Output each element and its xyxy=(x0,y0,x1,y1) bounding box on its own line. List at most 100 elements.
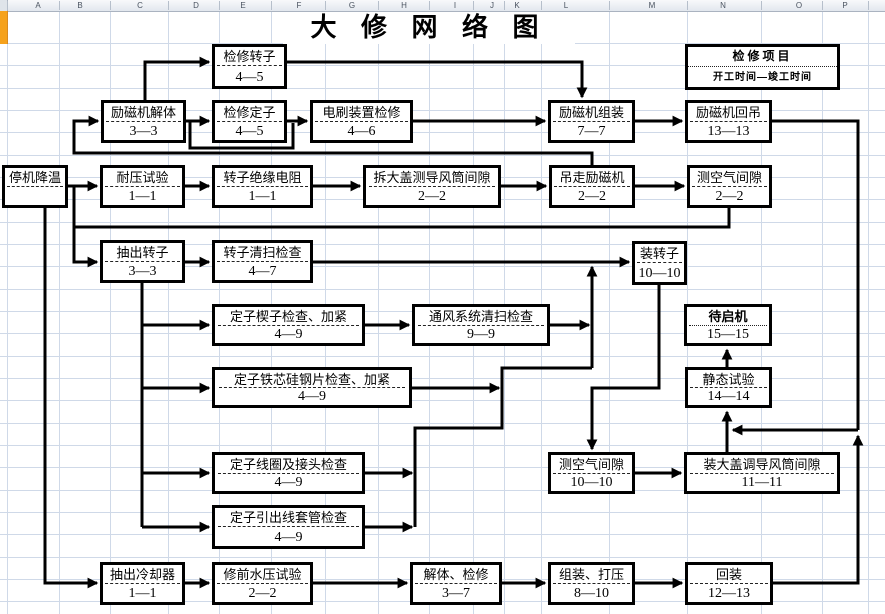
node-label: 耐压试验 xyxy=(105,169,180,187)
node-time: 3—7 xyxy=(442,586,470,601)
node-time: 4—5 xyxy=(235,124,264,139)
node-label: 测空气间隙 xyxy=(553,456,630,474)
node-time: 15—15 xyxy=(707,327,749,342)
node-time: 14—14 xyxy=(707,389,750,404)
column-header-b[interactable]: B xyxy=(77,1,83,10)
node-time: 9—9 xyxy=(467,327,495,342)
node-time: 2—2 xyxy=(248,586,277,601)
row-header-selected[interactable] xyxy=(0,11,8,44)
node-reinstall[interactable]: 回装 12—13 xyxy=(685,562,773,605)
node-time: 4—9 xyxy=(274,475,303,490)
node-label: 定子楔子检查、加紧 xyxy=(218,308,359,326)
node-stator-wedge-check-tighten[interactable]: 定子楔子检查、加紧 4—9 xyxy=(212,304,365,346)
node-label: 装转子 xyxy=(636,245,683,263)
node-label: 励磁机组装 xyxy=(553,104,630,122)
column-header-l[interactable]: L xyxy=(563,1,569,10)
node-label: 待启机 xyxy=(689,308,767,326)
column-header-p[interactable]: P xyxy=(842,1,848,10)
node-time: 1—1 xyxy=(248,189,277,204)
node-time: 4—7 xyxy=(248,264,277,279)
node-inspect-rotor[interactable]: 检修转子 4—5 xyxy=(212,44,287,89)
column-header-c[interactable]: C xyxy=(137,1,143,10)
node-label: 转子清扫检查 xyxy=(217,244,308,262)
node-hoist-away-exciter[interactable]: 吊走励磁机 2—2 xyxy=(549,165,635,208)
column-header-g[interactable]: G xyxy=(348,1,356,10)
node-stator-lead-bushing-check[interactable]: 定子引出线套管检查 4—9 xyxy=(212,505,365,549)
node-time: 2—2 xyxy=(578,189,606,204)
column-header-f[interactable]: F xyxy=(296,1,302,10)
node-label: 通风系统清扫检查 xyxy=(417,308,545,326)
node-time: 1—1 xyxy=(128,586,157,601)
node-label: 回装 xyxy=(690,566,768,584)
node-label: 检修转子 xyxy=(217,48,282,66)
node-time: 4—6 xyxy=(347,124,376,139)
node-measure-air-gap-2[interactable]: 测空气间隙 10—10 xyxy=(548,452,635,494)
node-time: 4—9 xyxy=(274,327,303,342)
node-rotor-cleaning-inspection[interactable]: 转子清扫检查 4—7 xyxy=(212,240,313,283)
node-pull-out-rotor[interactable]: 抽出转子 3—3 xyxy=(100,240,185,283)
node-exciter-rehoist[interactable]: 励磁机回吊 13—13 xyxy=(685,100,772,143)
node-measure-air-gap-1[interactable]: 测空气间隙 2—2 xyxy=(687,165,772,208)
node-time: 4—5 xyxy=(235,70,264,85)
node-label: 组装、打压 xyxy=(553,566,630,584)
node-time: 3—3 xyxy=(129,124,158,139)
node-shutdown-cooling[interactable]: 停机降温 xyxy=(2,165,68,208)
column-header-e[interactable]: E xyxy=(240,1,246,10)
node-time: 4—9 xyxy=(298,389,326,404)
node-time: 13—13 xyxy=(707,124,750,139)
column-header-a[interactable]: A xyxy=(35,1,41,10)
column-header-k[interactable]: K xyxy=(514,1,520,10)
column-header-m[interactable]: M xyxy=(648,1,656,10)
node-withstand-voltage-test[interactable]: 耐压试验 1—1 xyxy=(100,165,185,208)
node-time: 4—9 xyxy=(274,530,303,545)
node-disassemble-overhaul[interactable]: 解体、检修 3—7 xyxy=(410,562,502,605)
node-label: 吊走励磁机 xyxy=(554,169,630,187)
node-assemble-pressure-test[interactable]: 组装、打压 8—10 xyxy=(548,562,635,605)
node-label: 抽出转子 xyxy=(105,244,180,262)
legend-box[interactable]: 检修项目 开工时间—竣工时间 xyxy=(685,44,840,90)
node-label: 停机降温 xyxy=(6,169,64,187)
node-exciter-disassembly[interactable]: 励磁机解体 3—3 xyxy=(101,100,186,143)
node-label: 励磁机解体 xyxy=(106,104,181,122)
node-time: 8—10 xyxy=(574,586,609,601)
column-header-strip: A B C D E F G H I J K L M N O P xyxy=(0,0,885,12)
node-label: 定子线圈及接头检查 xyxy=(218,456,359,474)
node-label: 静态试验 xyxy=(690,371,767,388)
node-remove-cover-measure-duct-gap[interactable]: 拆大盖测导风筒间隙 2—2 xyxy=(363,165,501,208)
column-header-j[interactable]: J xyxy=(490,1,494,10)
node-static-test[interactable]: 静态试验 14—14 xyxy=(685,367,772,408)
column-header-h[interactable]: H xyxy=(401,1,407,10)
column-header-d[interactable]: D xyxy=(193,1,199,10)
node-inspect-stator[interactable]: 检修定子 4—5 xyxy=(212,100,287,143)
node-install-cover-adjust-duct-gap[interactable]: 装大盖调导风筒间隙 11—11 xyxy=(684,452,840,494)
node-stator-core-silicon-sheet-check[interactable]: 定子铁芯硅钢片检查、加紧 4—9 xyxy=(212,367,412,408)
node-label: 拆大盖测导风筒间隙 xyxy=(368,169,496,187)
node-time: 2—2 xyxy=(418,189,446,204)
node-time: 11—11 xyxy=(741,475,783,490)
node-time: 12—13 xyxy=(708,586,750,601)
node-exciter-assembly[interactable]: 励磁机组装 7—7 xyxy=(548,100,635,143)
node-label: 解体、检修 xyxy=(415,566,497,584)
node-label: 励磁机回吊 xyxy=(690,104,767,122)
node-time: 3—3 xyxy=(128,264,157,279)
node-stator-coil-joint-check[interactable]: 定子线圈及接头检查 4—9 xyxy=(212,452,365,494)
node-label: 测空气间隙 xyxy=(692,169,767,187)
page-title[interactable]: 大 修 网 络 图 xyxy=(283,11,575,44)
node-label: 检修定子 xyxy=(217,104,282,122)
node-await-startup[interactable]: 待启机 15—15 xyxy=(684,304,772,346)
node-ventilation-cleaning-inspection[interactable]: 通风系统清扫检查 9—9 xyxy=(412,304,550,346)
node-brush-device-overhaul[interactable]: 电刷装置检修 4—6 xyxy=(310,100,413,143)
column-header-n[interactable]: N xyxy=(720,1,726,10)
column-header-i[interactable]: I xyxy=(453,1,457,10)
node-time: 10—10 xyxy=(638,266,681,281)
node-rotor-insulation-resistance[interactable]: 转子绝缘电阻 1—1 xyxy=(212,165,313,208)
node-pull-out-cooler[interactable]: 抽出冷却器 1—1 xyxy=(100,562,185,605)
node-pre-repair-hydraulic-test[interactable]: 修前水压试验 2—2 xyxy=(212,562,313,605)
column-header-o[interactable]: O xyxy=(795,1,803,10)
node-label: 抽出冷却器 xyxy=(105,566,180,584)
node-label: 装大盖调导风筒间隙 xyxy=(690,456,834,474)
node-install-rotor[interactable]: 装转子 10—10 xyxy=(632,241,687,285)
node-time: 2—2 xyxy=(715,189,744,204)
